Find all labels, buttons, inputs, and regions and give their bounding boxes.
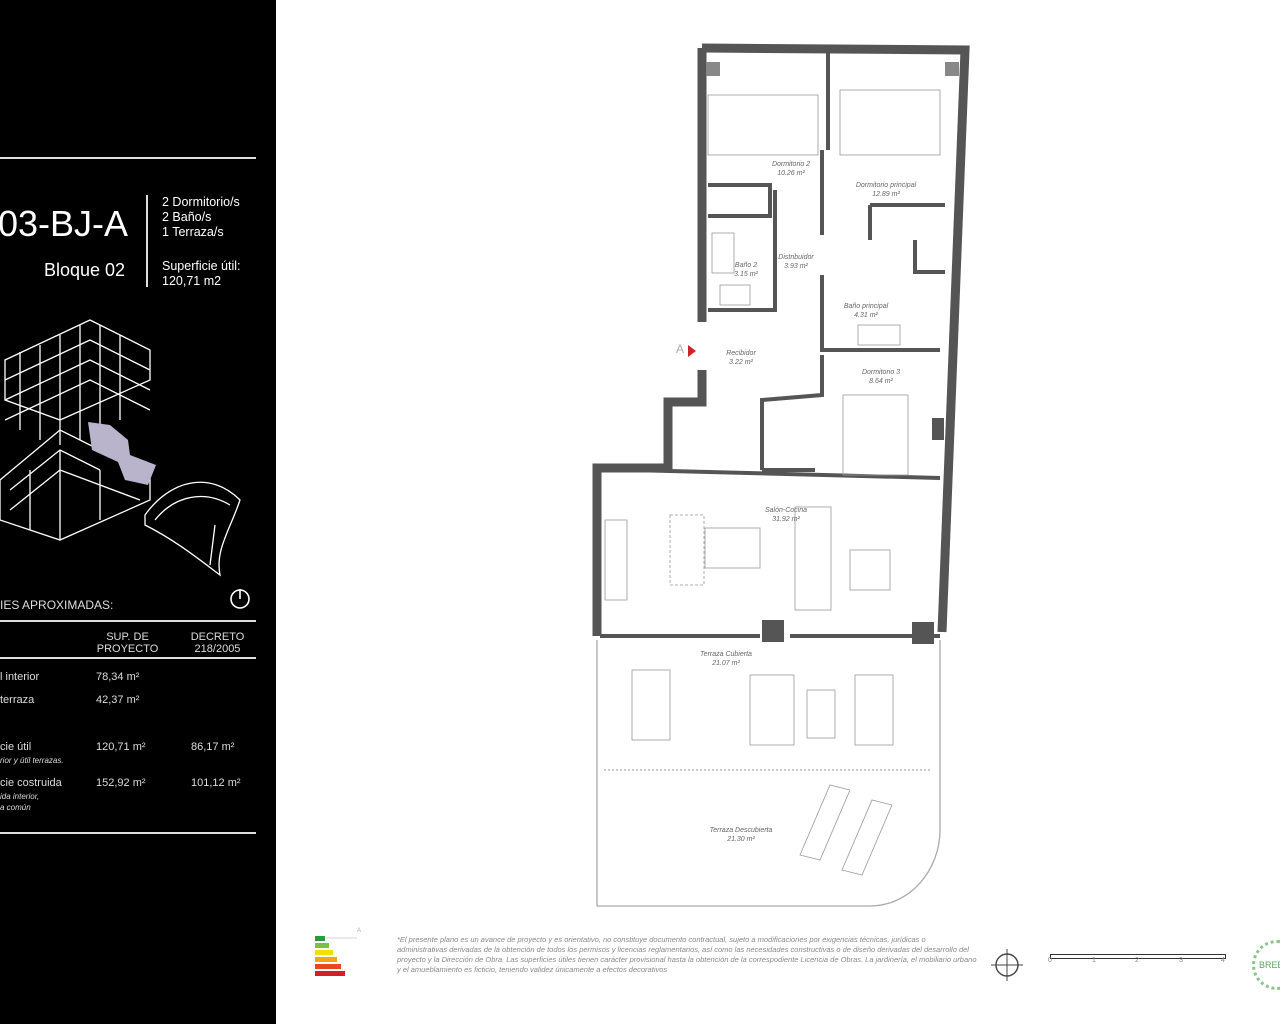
row-label: terraza: [0, 694, 35, 706]
surfaces-title: IES APROXIMADAS:: [0, 598, 114, 612]
room-name: Dormitorio principal: [855, 182, 917, 189]
room-name: Distribuidor: [778, 254, 814, 261]
room-label: Recibidor 3.22 m²: [716, 349, 766, 367]
useful-area-value: 120,71 m2: [162, 274, 222, 288]
room-label: Distribuidor 3.93 m²: [766, 253, 826, 271]
row-project: 152,92 m²: [96, 777, 146, 789]
disclaimer: *El presente plano es un avance de proye…: [397, 935, 977, 974]
unit-code: 03-BJ-A: [0, 203, 129, 244]
row-project: 42,37 m²: [96, 694, 140, 706]
row-decree: 86,17 m²: [191, 741, 235, 753]
row-decree: 101,12 m²: [191, 777, 241, 789]
room-label: Terraza Cubierta 21.07 m²: [686, 650, 766, 668]
energy-label-letter: A: [357, 928, 362, 934]
compass-icon: [230, 589, 250, 609]
floor-plan-drawing: [592, 43, 970, 907]
highlighted-unit: [88, 422, 156, 485]
divider: [0, 657, 256, 659]
row-note: ida interior, a común: [0, 792, 40, 812]
room-area: 10.26 m²: [777, 170, 805, 177]
divider: [146, 195, 148, 287]
divider: [0, 832, 256, 834]
room-label: Dormitorio principal 12.89 m²: [841, 181, 931, 199]
info-panel: 03-BJ-A Bloque 02 2 Dormitorio/s 2 Baño/…: [0, 0, 276, 1024]
feature-terraces: 1 Terraza/s: [162, 225, 224, 239]
room-label: Terraza Descubierta 21.30 m²: [696, 826, 786, 844]
divider: [0, 620, 256, 622]
room-area: 3.22 m²: [729, 359, 753, 366]
room-name: Terraza Cubierta: [700, 651, 752, 658]
row-project: 120,71 m²: [96, 741, 146, 753]
room-name: Baño 2: [734, 262, 758, 269]
room-name: Salón-Cocina: [764, 507, 808, 514]
room-area: 21.30 m²: [727, 836, 755, 843]
room-label: Baño 2 3.15 m²: [726, 261, 766, 279]
room-name: Recibidor: [726, 350, 756, 357]
entrance-marker: A: [676, 342, 685, 356]
scale-tick: 4: [1221, 957, 1225, 964]
feature-bedrooms: 2 Dormitorio/s: [162, 195, 240, 209]
block-label: Bloque 02: [44, 260, 126, 280]
column-project: SUP. DE PROYECTO: [96, 631, 159, 655]
building-isometric: [0, 319, 241, 577]
room-area: 31.92 m²: [772, 516, 800, 523]
scale-tick: 1: [1092, 957, 1096, 964]
room-label: Dormitorio 3 8.64 m²: [851, 368, 911, 386]
north-compass-icon: [991, 949, 1023, 981]
room-area: 4.31 m²: [854, 312, 878, 319]
room-area: 3.93 m²: [784, 263, 808, 270]
scale-tick: 2: [1135, 957, 1139, 964]
scale-tick: 0: [1048, 957, 1052, 964]
floor-plan: A Dormitorio 2 10.26 m² Dormitorio princi…: [276, 0, 1280, 1024]
energy-rating-icon: [315, 936, 357, 976]
column-decree: DECRETO 218/2005: [190, 631, 245, 655]
divider: [0, 157, 256, 159]
room-area: 8.64 m²: [869, 378, 893, 385]
row-note: rior y útil terrazas.: [0, 756, 64, 765]
room-label: Salón-Cocina 31.92 m²: [756, 506, 816, 524]
room-area: 12.89 m²: [872, 191, 900, 198]
scale-tick: 3: [1179, 957, 1183, 964]
room-name: Dormitorio 2: [771, 161, 811, 168]
useful-area-label: Superficie útil:: [162, 259, 241, 273]
room-label: Baño principal 4.31 m²: [831, 302, 901, 320]
room-name: Dormitorio 3: [861, 369, 901, 376]
room-name: Baño principal: [843, 303, 889, 310]
seal-text: BREE: [1259, 960, 1280, 970]
room-area: 21.07 m²: [712, 660, 740, 667]
room-name: Terraza Descubierta: [709, 827, 773, 834]
feature-bathrooms: 2 Baño/s: [162, 210, 212, 224]
room-label: Dormitorio 2 10.26 m²: [751, 160, 831, 178]
row-label: cie útil: [0, 741, 32, 753]
row-label: l interior: [0, 671, 40, 683]
room-area: 3.15 m²: [734, 271, 758, 278]
row-label: cie costruida: [0, 777, 62, 789]
scale-bar: [1050, 954, 1226, 959]
row-project: 78,34 m²: [96, 671, 140, 683]
